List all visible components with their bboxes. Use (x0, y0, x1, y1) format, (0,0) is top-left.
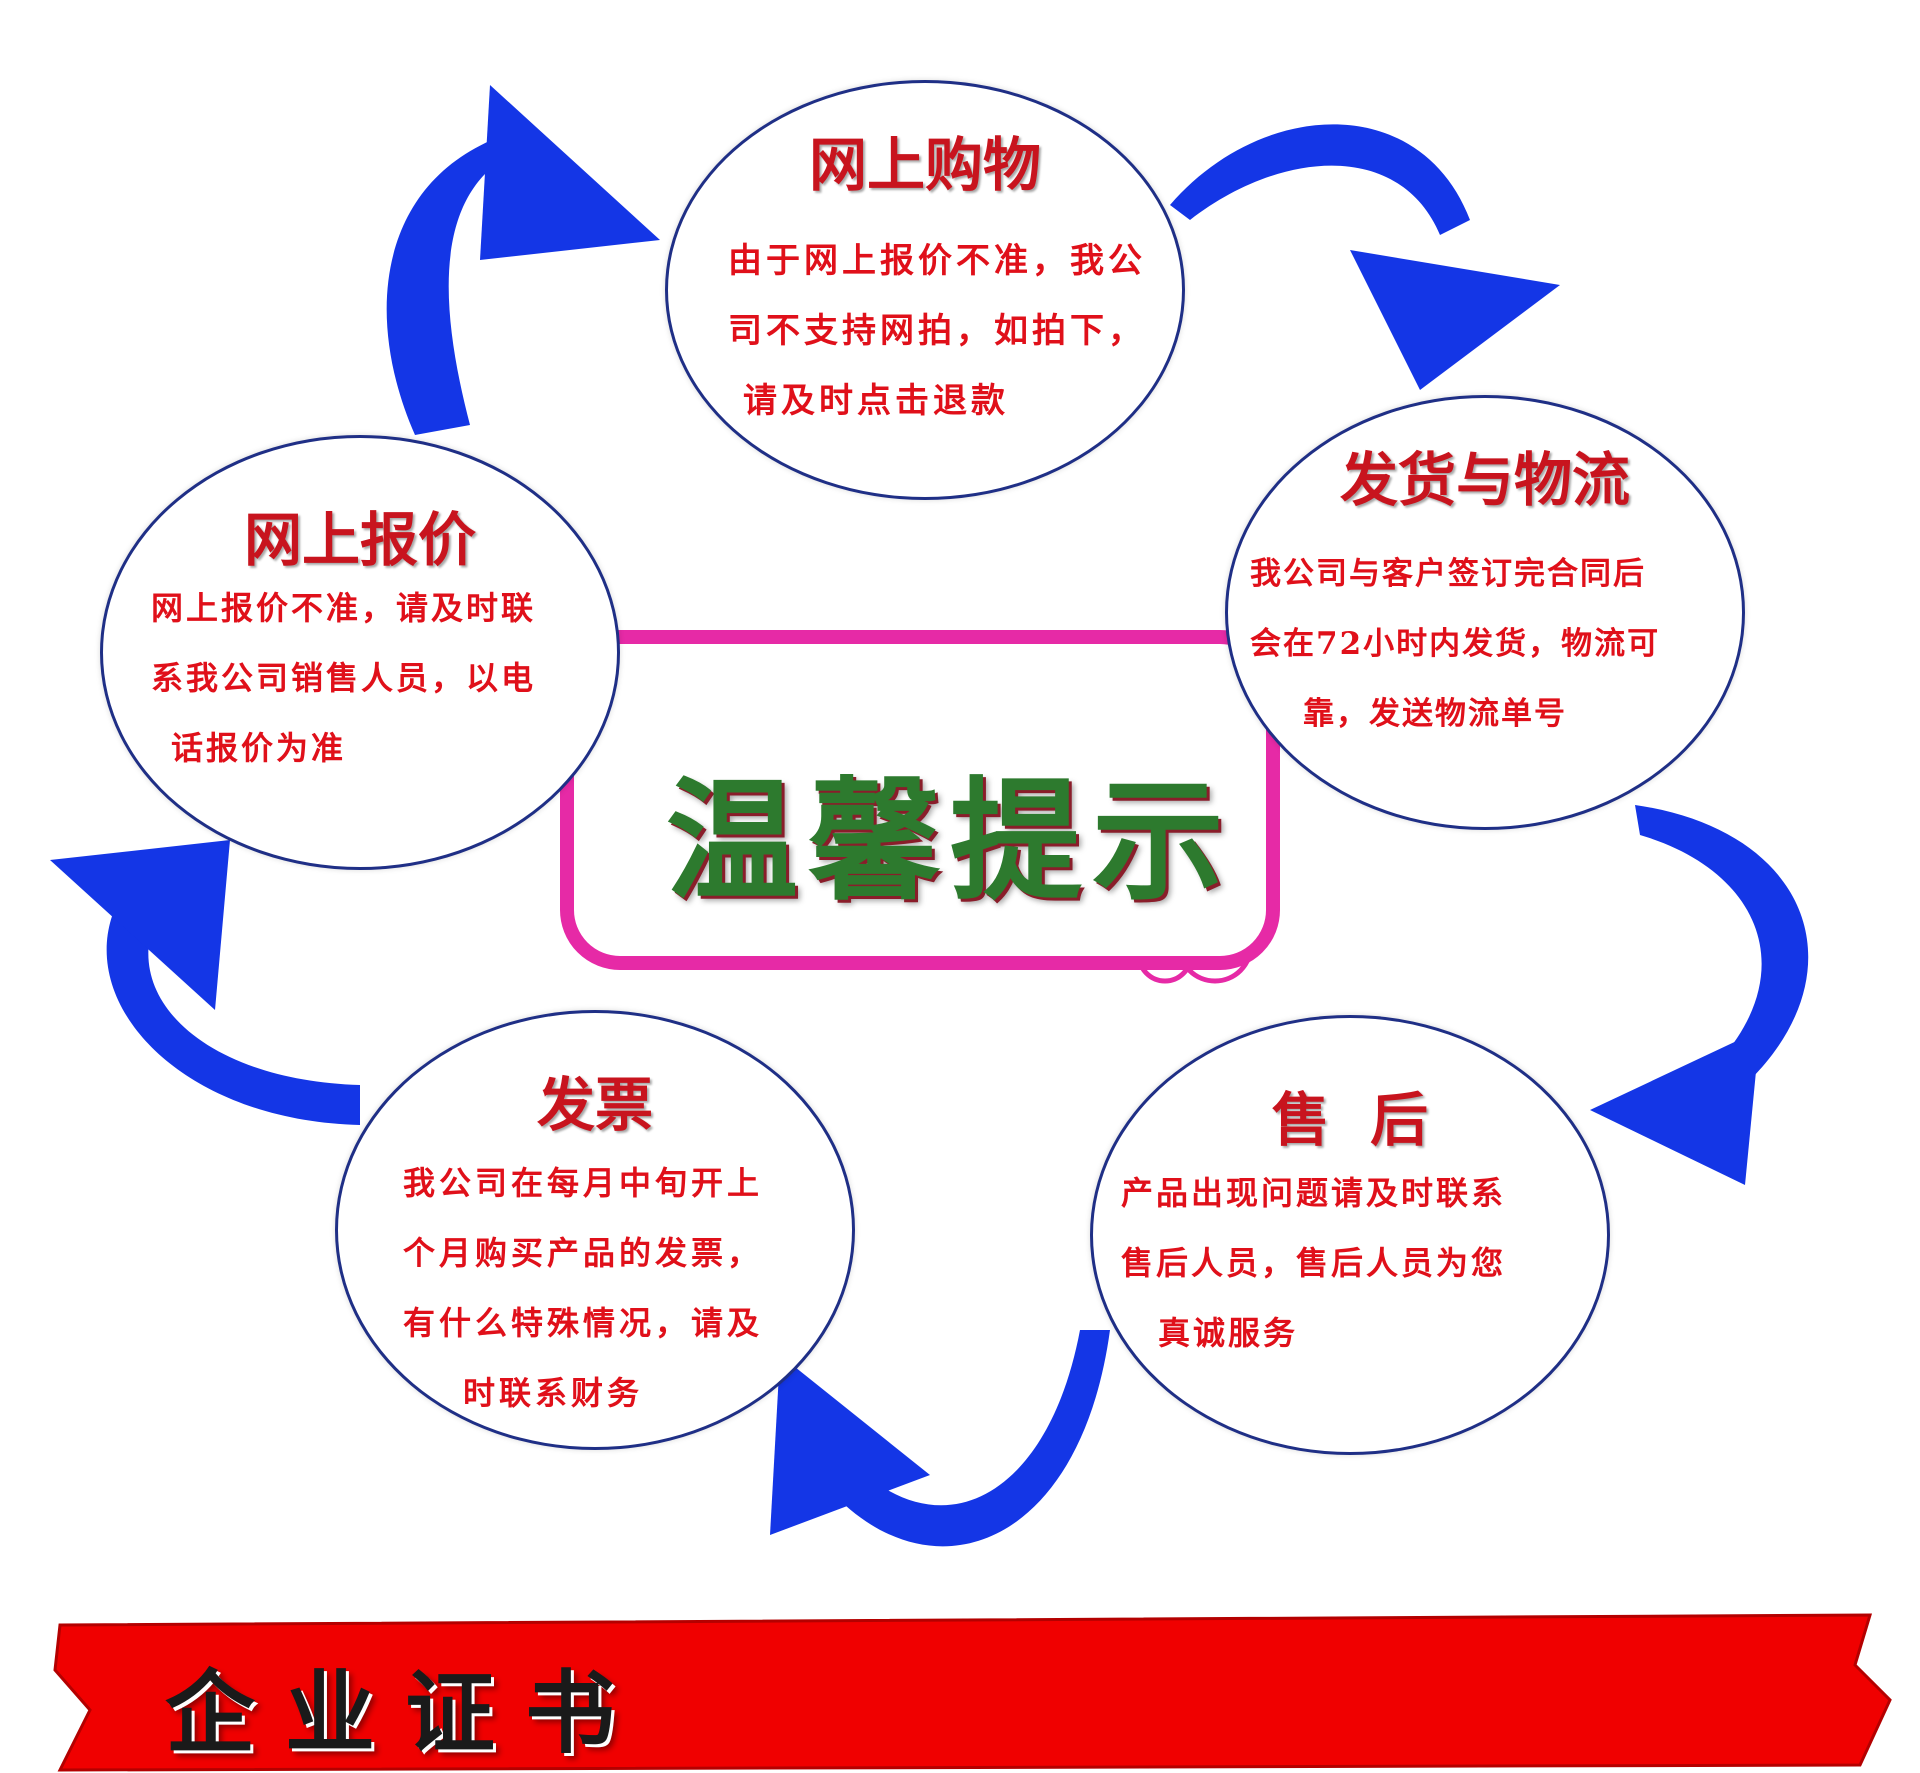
bubble-invoice-title: 发票 (536, 1071, 653, 1139)
arrow-quote-to-shopping (386, 85, 660, 435)
arrow-shipping-to-aftersales (1590, 805, 1809, 1185)
bubble-shopping-line: 司不支持网拍，如拍下， (728, 311, 1146, 351)
bubble-quote-line: 话报价为准 (171, 729, 347, 767)
bubble-aftersales-line: 产品出现问题请及时联系 (1121, 1174, 1507, 1212)
bubble-shipping-line: 我公司与客户签订完合同后 (1250, 556, 1646, 592)
bubble-quote-line: 网上报价不准，请及时联 (151, 589, 537, 627)
arrow-invoice-to-quote (50, 840, 360, 1125)
bubble-shopping-line: 请及时点击退款 (743, 381, 1009, 421)
bubble-shipping-line: 靠，发送物流单号 (1303, 696, 1567, 732)
bubble-shopping: 网上购物 由于网上报价不准，我公 司不支持网拍，如拍下， 请及时点击退款 (665, 80, 1185, 500)
center-title: 温馨提示 (666, 764, 1234, 919)
bubble-invoice-line: 个月购买产品的发票， (403, 1234, 764, 1272)
red-ribbon-banner (53, 1613, 1892, 1772)
center-frame (560, 630, 1280, 970)
bubble-aftersales-title: 售 后 (1271, 1086, 1429, 1154)
bubble-shopping-line: 由于网上报价不准，我公 (728, 241, 1146, 281)
banner-title: 企业证书 (165, 1660, 645, 1766)
bubble-shipping-line: 会在72小时内发货，物流可 (1250, 626, 1661, 662)
arrow-shopping-to-shipping (1170, 124, 1560, 390)
bubble-invoice-line: 时联系财务 (463, 1374, 644, 1412)
bubble-shipping: 发货与物流 我公司与客户签订完合同后 会在72小时内发货，物流可 靠，发送物流单… (1225, 395, 1745, 830)
bubble-quote-line: 系我公司销售人员，以电 (151, 659, 537, 697)
bubble-invoice-line: 我公司在每月中旬开上 (403, 1164, 764, 1202)
bubble-shopping-title: 网上购物 (808, 131, 1041, 199)
arrow-aftersales-to-invoice (770, 1330, 1110, 1547)
bubble-aftersales-line: 真诚服务 (1158, 1314, 1299, 1352)
bubble-quote: 网上报价 网上报价不准，请及时联 系我公司销售人员，以电 话报价为准 (100, 435, 620, 870)
bubble-aftersales-line: 售后人员，售后人员为您 (1121, 1244, 1507, 1282)
bubble-quote-title: 网上报价 (243, 506, 476, 574)
bubble-invoice-line: 有什么特殊情况，请及 (403, 1304, 764, 1342)
bubble-shipping-title: 发货与物流 (1339, 446, 1630, 514)
bubble-invoice: 发票 我公司在每月中旬开上 个月购买产品的发票， 有什么特殊情况，请及 时联系财… (335, 1010, 855, 1450)
bubble-aftersales: 售 后 产品出现问题请及时联系 售后人员，售后人员为您 真诚服务 (1090, 1015, 1610, 1455)
